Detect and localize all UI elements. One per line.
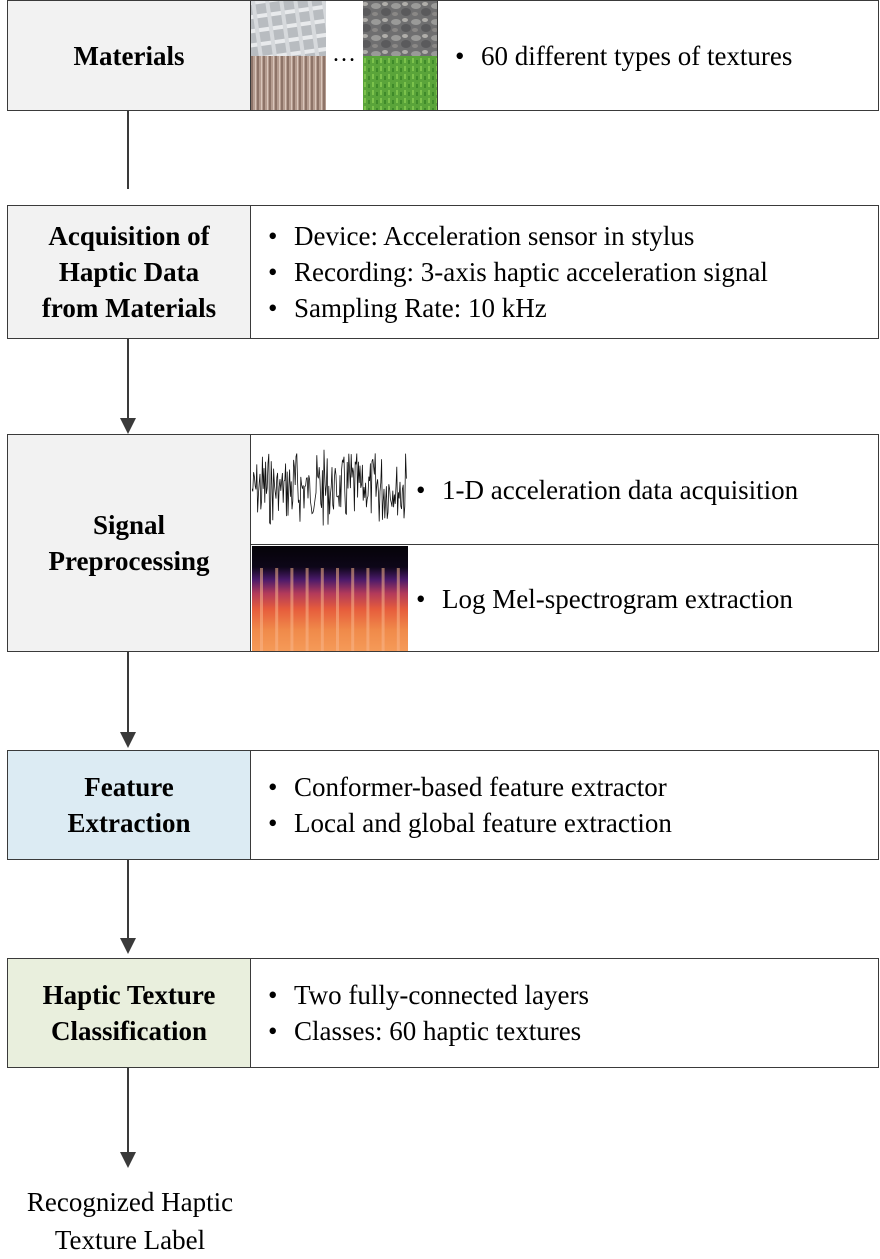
spectrogram-stripe [396, 568, 400, 651]
spectrogram-stripe [320, 568, 324, 651]
acquisition-label-line: from Materials [41, 293, 217, 323]
feature-bullets: Conformer-based feature extractor Local … [268, 751, 672, 859]
texture-stone [363, 1, 437, 56]
feature-label: Feature Extraction [8, 751, 251, 859]
feature-label-line: Extraction [67, 808, 191, 838]
materials-label: Materials [8, 1, 251, 110]
preprocessing-bullet: Log Mel-spectrogram extraction [416, 581, 793, 617]
materials-label-text: Materials [73, 40, 185, 71]
preprocessing-bullet-spectrogram: Log Mel-spectrogram extraction [416, 544, 793, 653]
materials-box: Materials [7, 0, 879, 111]
preprocessing-label-line: Preprocessing [48, 546, 210, 576]
acquisition-bullet: Recording: 3-axis haptic acceleration si… [268, 254, 768, 290]
texture-ellipsis: … [332, 41, 356, 67]
waveform-trace [252, 449, 407, 526]
spectrogram-image [252, 546, 408, 651]
spectrogram-stripe [381, 568, 385, 651]
spectrogram-stripe [260, 568, 263, 651]
spectrogram-stripe [305, 568, 309, 651]
spectrogram-stripe [275, 568, 279, 651]
feature-label-line: Feature [84, 772, 174, 802]
classification-bullet: Two fully-connected layers [268, 977, 589, 1013]
preprocessing-label: Signal Preprocessing [8, 435, 251, 651]
feature-bullet: Conformer-based feature extractor [268, 769, 672, 805]
texture-wood [251, 56, 326, 110]
preprocessing-bullet-waveform: 1-D acceleration data acquisition [416, 435, 798, 544]
classification-label-line: Classification [50, 1016, 207, 1046]
spectrogram-stripe [366, 568, 370, 651]
acquisition-box: Acquisition of Haptic Data from Material… [7, 205, 879, 339]
classification-bullets: Two fully-connected layers Classes: 60 h… [268, 959, 589, 1067]
acquisition-bullet: Sampling Rate: 10 kHz [268, 290, 768, 326]
acquisition-label: Acquisition of Haptic Data from Material… [8, 206, 251, 338]
output-label-line: Texture Label [54, 1225, 206, 1255]
acquisition-bullet: Device: Acceleration sensor in stylus [268, 218, 768, 254]
classification-label: Haptic Texture Classification [8, 959, 251, 1067]
texture-grass [363, 56, 437, 110]
feature-box: Feature Extraction Conformer-based featu… [7, 750, 879, 860]
materials-bullet: 60 different types of textures [455, 38, 792, 74]
classification-bullet: Classes: 60 haptic textures [268, 1013, 589, 1049]
output-label-line: Recognized Haptic [26, 1187, 234, 1217]
acquisition-label-line: Acquisition of [48, 221, 210, 251]
materials-bullets: 60 different types of textures [455, 1, 792, 110]
preprocessing-label-line: Signal [92, 510, 166, 540]
texture-metal-grate [251, 1, 326, 56]
output-label: Recognized Haptic Texture Label [0, 1183, 260, 1259]
classification-box: Haptic Texture Classification Two fully-… [7, 958, 879, 1068]
classification-label-line: Haptic Texture [42, 980, 216, 1010]
preprocessing-box: Signal Preprocessing 1-D acceleration da… [7, 434, 879, 652]
spectrogram-stripe [336, 568, 339, 651]
spectrogram-stripe [290, 568, 294, 651]
waveform-image [252, 449, 407, 526]
acquisition-bullets: Device: Acceleration sensor in stylus Re… [268, 206, 768, 338]
spectrogram-stripe [351, 568, 355, 651]
texture-samples: … [251, 1, 437, 110]
feature-bullet: Local and global feature extraction [268, 805, 672, 841]
preprocessing-bullet: 1-D acceleration data acquisition [416, 472, 798, 508]
acquisition-label-line: Haptic Data [58, 257, 200, 287]
